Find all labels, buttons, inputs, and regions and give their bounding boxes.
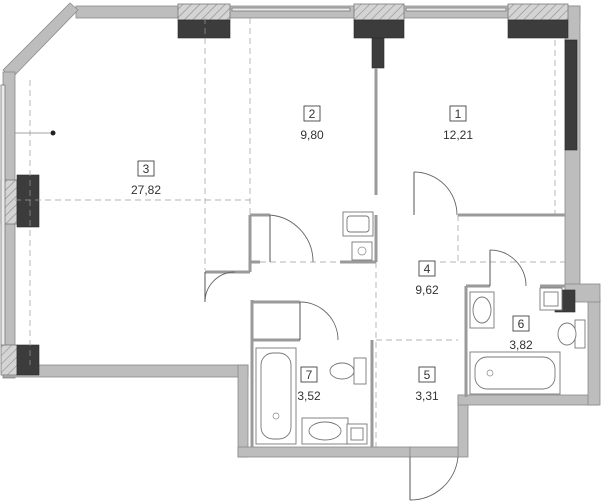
- room-7-label: 7 3,52: [297, 366, 321, 403]
- room-5-label: 5 3,31: [415, 366, 439, 403]
- room-6-label: 6 3,82: [509, 315, 533, 352]
- zone-lines: [15, 18, 565, 447]
- room-area: 3,52: [297, 389, 321, 403]
- room-4-label: 4 9,62: [415, 260, 439, 297]
- fixtures: [15, 130, 586, 445]
- room-1-label: 1 12,21: [443, 105, 473, 142]
- room-area: 3,82: [509, 338, 533, 352]
- room-area: 3,31: [415, 389, 439, 403]
- room-area: 9,80: [300, 128, 324, 142]
- room-labels: 1 12,21 2 9,80 3 27,82 4 9,62 5 3,31 6 3…: [131, 105, 533, 403]
- room-number: 4: [424, 262, 431, 276]
- interior-walls: [205, 68, 565, 447]
- room-number: 6: [518, 317, 525, 331]
- room-area: 12,21: [443, 128, 473, 142]
- room-number: 7: [306, 368, 313, 382]
- room-number: 5: [424, 368, 431, 382]
- room-3-label: 3 27,82: [131, 160, 161, 197]
- room-number: 1: [455, 107, 462, 121]
- room-number: 3: [143, 162, 150, 176]
- room-2-label: 2 9,80: [300, 105, 324, 142]
- room-area: 9,62: [415, 283, 439, 297]
- room-area: 27,82: [131, 183, 161, 197]
- room-number: 2: [309, 107, 316, 121]
- doors: [204, 171, 527, 501]
